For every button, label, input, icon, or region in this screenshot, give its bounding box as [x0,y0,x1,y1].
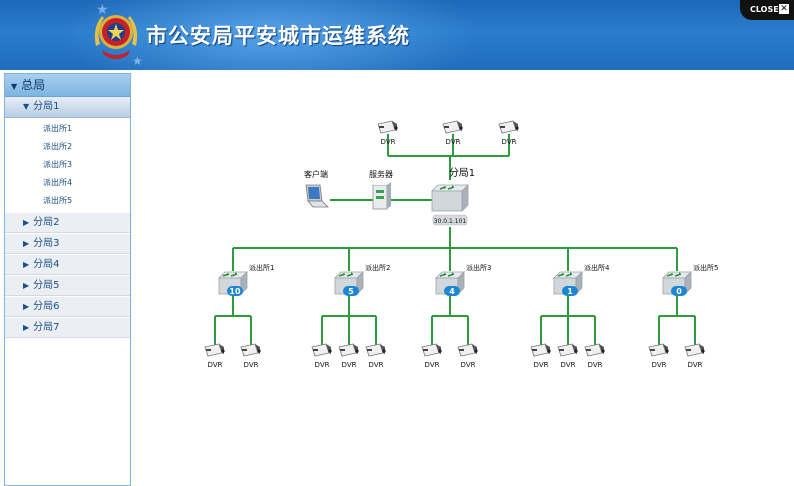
count-badge: 10 [227,286,243,296]
dvr-label: DVR [502,138,517,146]
station-label: 派出所4 [584,263,610,272]
dvr-device[interactable]: DVR [530,343,551,369]
app-title: 市公安局平安城市运维系统 [146,24,410,48]
tree-branch-active[interactable]: ▼分局1 [5,97,130,118]
dvr-device[interactable]: DVR [442,120,463,146]
station-label: 派出所5 [693,263,718,272]
tree-root-item[interactable]: ▼总局 [5,74,130,97]
dvr-label: DVR [208,361,223,369]
station-switch[interactable] [553,271,583,295]
tree-station-item[interactable]: 派出所2 [43,142,73,151]
tree-branch-item[interactable]: ▶分局3 [5,233,130,254]
dvr-device[interactable]: DVR [311,343,332,369]
dvr-device[interactable]: DVR [684,343,705,369]
dvr-label: DVR [342,361,357,369]
client-laptop[interactable] [305,184,329,208]
tree-branch-item[interactable]: ▶分局7 [5,317,130,338]
core-switch[interactable] [431,184,469,212]
tree-branch-label: 分局4 [33,259,60,270]
close-icon: ✕ [779,4,789,14]
dvr-label: DVR [446,138,461,146]
dvr-device[interactable]: DVR [365,343,386,369]
dvr-device[interactable]: DVR [498,120,519,146]
count-badge: 5 [343,286,359,296]
dvr-label: DVR [425,361,440,369]
dvr-device[interactable]: DVR [557,343,578,369]
count-badge: 4 [444,286,460,296]
tree-root-label: 总局 [21,78,46,92]
caret-right-icon: ▶ [23,323,30,332]
count-badge: 0 [671,286,687,296]
dvr-device[interactable]: DVR [338,343,359,369]
close-button[interactable]: CLOSE ✕ [740,0,794,20]
dvr-label: DVR [369,361,384,369]
svg-text:10: 10 [229,287,241,296]
police-emblem-icon [94,15,138,59]
tree-branch-item[interactable]: ▶分局5 [5,275,130,296]
svg-text:4: 4 [449,287,455,296]
client-label: 客户端 [304,169,328,179]
tree-branch-label: 分局7 [33,322,60,333]
caret-right-icon: ▶ [23,302,30,311]
dvr-label: DVR [561,361,576,369]
server-label: 服务器 [369,169,393,179]
tree-station-item[interactable]: 派出所5 [43,196,73,205]
dvr-device[interactable]: DVR [457,343,478,369]
dvr-label: DVR [652,361,667,369]
tree-branch-label: 分局2 [33,217,60,228]
svg-text:1: 1 [567,287,573,296]
tree-branch-item[interactable]: ▶分局4 [5,254,130,275]
star-icon: ★ [96,2,109,18]
caret-right-icon: ▶ [23,281,30,290]
caret-down-icon: ▼ [23,102,30,111]
dvr-label: DVR [534,361,549,369]
app-header: ★ ★ ★ 市公安局平安城市运维系统 CLOSE ✕ [0,0,794,70]
dvr-label: DVR [244,361,259,369]
tree-station-item[interactable]: 派出所3 [43,160,73,169]
sidebar-tree: ▼总局 ▼分局1 派出所1 派出所2 派出所3 派出所4 派出所5 ▶分局2 ▶… [4,73,131,486]
tree-station-item[interactable]: 派出所1 [43,124,73,133]
dvr-label: DVR [381,138,396,146]
station-label: 派出所2 [365,263,390,272]
core-switch-ip: 30.0.1.101 [434,218,467,225]
star-icon: ★ [132,54,143,68]
tree-station-item[interactable]: 派出所4 [43,178,73,187]
dvr-label: DVR [315,361,330,369]
dvr-device[interactable]: DVR [648,343,669,369]
svg-text:0: 0 [676,287,682,296]
dvr-device[interactable]: DVR [584,343,605,369]
count-badge: 1 [562,286,578,296]
dvr-label: DVR [688,361,703,369]
caret-right-icon: ▶ [23,260,30,269]
tree-branch-label: 分局3 [33,238,60,249]
dvr-device[interactable]: DVR [377,120,398,146]
caret-right-icon: ▶ [23,239,30,248]
close-label: CLOSE [750,5,779,14]
tree-branch-label: 分局1 [33,101,60,112]
tree-branch-label: 分局6 [33,301,60,312]
station-label: 派出所3 [466,263,491,272]
ip-badge [432,214,468,226]
dvr-device[interactable]: DVR [204,343,225,369]
station-label: 派出所1 [249,263,274,272]
dvr-device[interactable]: DVR [240,343,261,369]
tree-branch-item[interactable]: ▶分局6 [5,296,130,317]
server-device[interactable] [372,182,391,210]
dvr-device[interactable]: DVR [421,343,442,369]
core-switch-label: 分局1 [449,167,475,179]
caret-down-icon: ▼ [11,82,18,91]
caret-right-icon: ▶ [23,218,30,227]
tree-branch-item[interactable]: ▶分局2 [5,212,130,233]
dvr-label: DVR [461,361,476,369]
svg-text:5: 5 [348,287,354,296]
tree-branch-label: 分局5 [33,280,60,291]
dvr-label: DVR [588,361,603,369]
